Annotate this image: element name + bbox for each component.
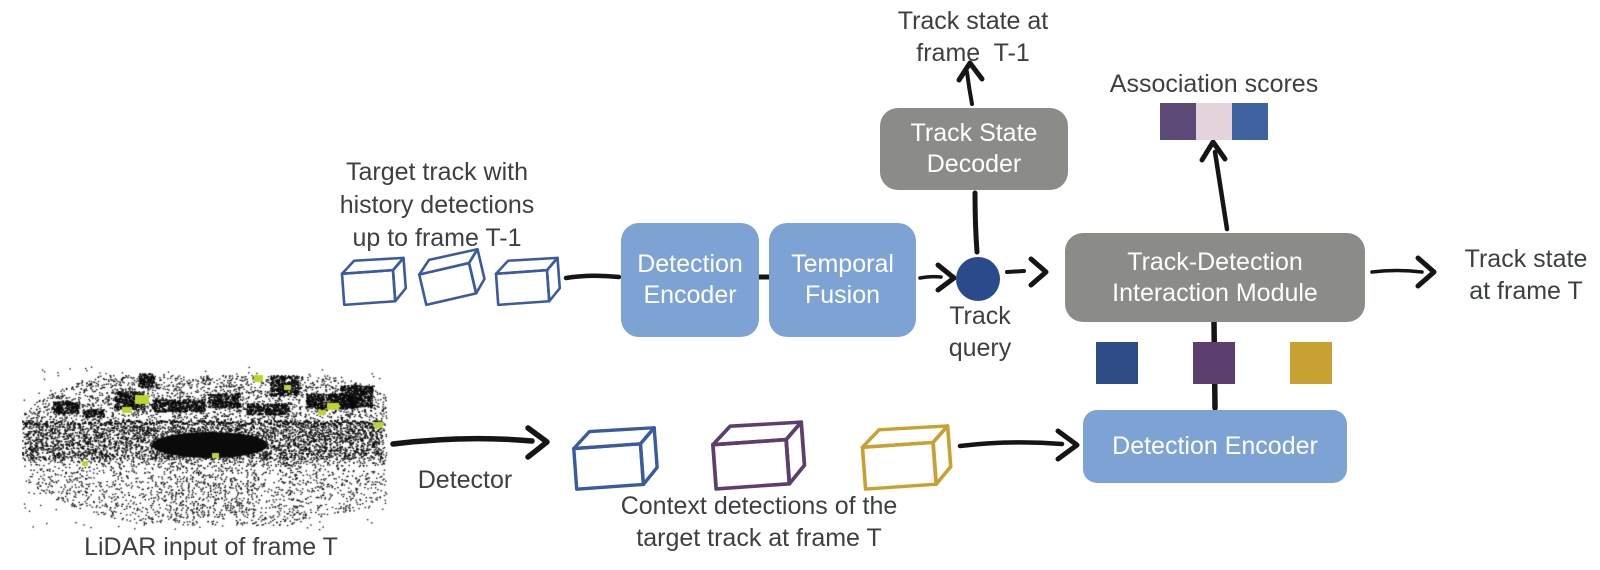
arrow-fusion-to-query-line bbox=[918, 274, 943, 280]
arrow-detector-line bbox=[390, 435, 535, 447]
label-context-detections: Context detections of the target track a… bbox=[620, 492, 898, 552]
detection-feature-cell-1 bbox=[1096, 342, 1138, 384]
detection-encoder-bottom-box: Detection Encoder bbox=[1083, 410, 1347, 483]
arrow-module-to-scores-head bbox=[1199, 139, 1228, 163]
association-score-cell-1 bbox=[1160, 103, 1196, 140]
temporal-fusion-box: Temporal Fusion bbox=[769, 223, 916, 337]
association-score-cell-2 bbox=[1196, 103, 1232, 140]
context-detection-box-yellow bbox=[860, 424, 953, 491]
lidar-point-cloud bbox=[22, 365, 390, 533]
arrow-context-to-encoder-line bbox=[957, 440, 1065, 449]
label-lidar-input: LiDAR input of frame T bbox=[84, 533, 338, 561]
label-track-state-out: Track state at frame T bbox=[1464, 245, 1588, 305]
detection-feature-cell-2 bbox=[1193, 342, 1235, 384]
arrow-decoder-to-state-head bbox=[956, 60, 985, 83]
arrow-decoder-to-state-line bbox=[965, 70, 974, 106]
history-detection-box-1 bbox=[340, 256, 408, 307]
arrow-fusion-to-query-head bbox=[935, 262, 957, 293]
context-detection-box-blue bbox=[572, 426, 659, 491]
history-detection-box-3 bbox=[494, 256, 562, 307]
detection-encoder-top-box: Detection Encoder bbox=[621, 223, 759, 337]
context-detection-box-purple bbox=[711, 420, 807, 491]
label-track-state-prev: Track state at frame T-1 bbox=[897, 7, 1049, 67]
arrow-module-to-output-head bbox=[1415, 255, 1437, 289]
arrow-module-to-scores-line bbox=[1212, 149, 1230, 232]
arrow-detector-head bbox=[525, 425, 550, 460]
arrow-query-to-module-line bbox=[1005, 269, 1026, 274]
track-query-circle bbox=[956, 257, 1000, 301]
label-detector: Detector bbox=[417, 466, 513, 494]
line-query-to-decoder bbox=[972, 190, 980, 255]
label-track-query: Track query bbox=[948, 302, 1012, 362]
arrow-context-to-encoder-head bbox=[1055, 428, 1080, 462]
arrow-module-to-output-line bbox=[1370, 268, 1424, 274]
interaction-module-box: Track-Detection Interaction Module bbox=[1065, 233, 1365, 322]
track-state-decoder-box: Track State Decoder bbox=[880, 108, 1068, 190]
arrow-history-to-encoder bbox=[563, 273, 622, 281]
label-target-track: Target track with history detections up … bbox=[339, 158, 535, 252]
association-score-cell-3 bbox=[1232, 103, 1268, 140]
label-association-scores: Association scores bbox=[1109, 70, 1319, 98]
detection-feature-cell-3 bbox=[1290, 342, 1332, 384]
arrow-query-to-module-head bbox=[1028, 256, 1049, 288]
